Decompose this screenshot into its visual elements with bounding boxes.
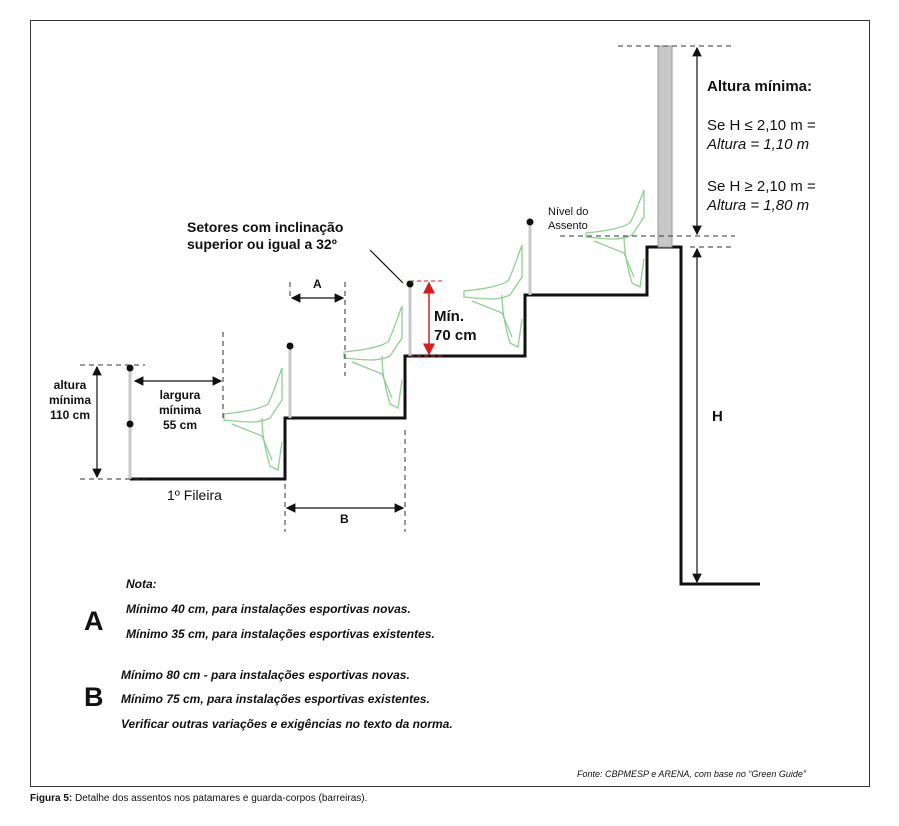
- altura-minima-line2: mínima: [48, 393, 91, 407]
- note-b-line1: Mínimo 80 cm - para instalações esportiv…: [121, 668, 410, 682]
- altura-minima-line1: altura: [53, 378, 87, 392]
- guard-rails: [126, 45, 673, 479]
- altura-110-text: Altura = 1,10 m: [707, 136, 810, 153]
- note-a-line2: Mínimo 35 cm, para instalações esportiva…: [126, 627, 435, 641]
- setores-line1: Setores com inclinação: [187, 219, 344, 235]
- dimension-arrows: [92, 46, 702, 584]
- note-b-line2: Mínimo 75 cm, para instalações esportiva…: [121, 692, 430, 706]
- source-credit: Fonte: CBPMESP e ARENA, com base no “Gre…: [577, 769, 806, 779]
- altura-minima-heading: Altura mínima:: [707, 78, 813, 95]
- se-h-ge-text: Se H ≥ 2,10 m =: [707, 178, 816, 195]
- note-a-line1: Mínimo 40 cm, para instalações esportiva…: [126, 602, 411, 616]
- largura-minima-line2: mínima: [158, 403, 201, 417]
- dimension-b-label: B: [340, 512, 349, 526]
- note-letter-a: A: [84, 606, 104, 636]
- min-70-line2: 70 cm: [434, 327, 477, 344]
- primeira-fileira-label: 1º Fileira: [167, 487, 222, 503]
- seat-row-1: [223, 367, 283, 471]
- dimension-a-label: A: [313, 277, 322, 291]
- nivel-assento-line1: Nível do: [548, 206, 589, 218]
- h-label: H: [712, 408, 723, 425]
- caption-label: Figura 5:: [30, 793, 73, 804]
- se-h-le-text: Se H ≤ 2,10 m =: [707, 117, 816, 134]
- seat-row-4: [585, 189, 645, 288]
- note-letter-b: B: [84, 682, 104, 712]
- min-70-line1: Mín.: [434, 308, 464, 325]
- altura-180-text: Altura = 1,80 m: [707, 197, 810, 214]
- largura-minima-line1: largura: [159, 388, 201, 402]
- largura-minima-line3: 55 cm: [162, 418, 198, 432]
- seat-row-2: [343, 305, 403, 409]
- nota-title: Nota:: [126, 577, 157, 591]
- figure-frame: [30, 20, 870, 787]
- seat-row-3: [463, 244, 523, 348]
- caption-text: Detalhe dos assentos nos patamares e gua…: [75, 793, 368, 804]
- altura-minima-line3: 110 cm: [49, 408, 91, 422]
- dashed-guides: [80, 45, 735, 532]
- stair-profile: [130, 245, 760, 586]
- setores-line2: superior ou igual a 32º: [187, 236, 337, 252]
- nivel-assento-line2: Assento: [548, 220, 588, 232]
- note-b-line3: Verificar outras variações e exigências …: [121, 717, 453, 731]
- figure-caption: Figura 5: Detalhe dos assentos nos patam…: [30, 793, 367, 804]
